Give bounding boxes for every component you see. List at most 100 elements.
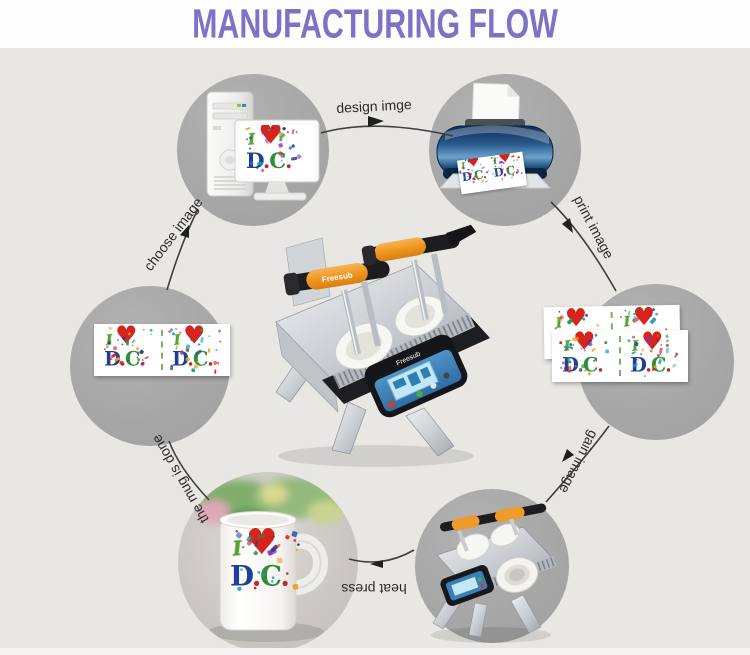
confetti-dot <box>501 177 503 181</box>
confetti-dot <box>126 339 129 345</box>
confetti-dot <box>627 339 631 344</box>
confetti-dot <box>284 534 291 540</box>
design-period: . <box>187 347 194 370</box>
confetti-dot <box>296 130 299 133</box>
confetti-dot <box>296 542 300 546</box>
mug-press-small-icon <box>431 503 557 643</box>
confetti-dot <box>291 144 295 148</box>
confetti-dot <box>513 159 515 162</box>
bottom-strip <box>0 648 750 655</box>
confetti-dot <box>174 328 177 331</box>
design-letter-c: C <box>260 559 282 593</box>
confetti-dot <box>241 545 245 549</box>
mug-press-machine-icon: Freesub Freesub <box>275 224 490 467</box>
design-letter-i: I <box>231 536 243 561</box>
confetti-dot <box>127 331 131 336</box>
confetti-dot <box>485 180 489 183</box>
confetti-dot <box>459 170 462 174</box>
sheet-divider <box>619 336 621 376</box>
confetti-dot <box>467 175 469 178</box>
dc-design: I♥D.C. <box>559 329 612 379</box>
confetti-dot <box>583 349 586 352</box>
confetti-dot <box>149 328 153 332</box>
confetti-dot <box>647 337 652 342</box>
confetti-dot <box>643 374 647 378</box>
design-period: . <box>665 353 672 377</box>
confetti-dot <box>245 138 248 141</box>
design-letter-d: D <box>172 347 188 371</box>
confetti-dot <box>627 310 630 316</box>
printed-wrap-sheet: I♥D.C. I♥D.C. <box>552 329 688 382</box>
confetti-dot <box>131 344 134 347</box>
confetti-dot <box>499 167 501 169</box>
confetti-dot <box>185 348 189 353</box>
confetti-dot <box>604 340 608 345</box>
design-text-dc: D.C. <box>246 147 293 173</box>
design-period: . <box>262 147 271 173</box>
confetti-dot <box>479 163 482 165</box>
confetti-dot <box>214 368 217 374</box>
design-letter-d: D <box>630 353 646 376</box>
confetti-dot <box>619 315 622 319</box>
confetti-dot <box>598 369 601 371</box>
confetti-dot <box>516 170 519 174</box>
confetti-dot <box>290 157 297 161</box>
confetti-dot <box>632 335 636 339</box>
label-choose-image: choose image <box>140 194 206 274</box>
design-text-dc: D.C. <box>229 559 290 593</box>
confetti-dot <box>461 166 464 169</box>
confetti-dot <box>486 171 489 174</box>
confetti-dot <box>510 155 515 159</box>
confetti-dot <box>665 334 669 338</box>
heart-icon: ♥ <box>573 327 596 356</box>
header-band: MANUFACTURING FLOW <box>0 0 750 48</box>
confetti-dot <box>472 180 475 184</box>
arrowhead-design <box>368 116 384 127</box>
confetti-dot <box>584 313 590 318</box>
confetti-dot <box>271 126 274 129</box>
confetti-dot <box>559 314 564 319</box>
confetti-dot <box>255 166 259 169</box>
design-period: . <box>280 559 290 593</box>
confetti-dot <box>592 337 595 340</box>
design-period: . <box>284 147 293 173</box>
design-letter-i: I <box>622 313 632 331</box>
arrowhead-heat <box>370 560 383 568</box>
label-print-image: print image <box>570 192 618 262</box>
confetti-dot <box>276 557 283 563</box>
confetti-dot <box>671 363 677 368</box>
confetti-dot <box>142 328 146 332</box>
confetti-dot <box>596 323 601 328</box>
mug-press-machine-center: Freesub Freesub <box>256 204 496 474</box>
dc-design: I♥D.C. <box>101 323 154 373</box>
design-period: . <box>597 353 604 377</box>
design-letter-d: D <box>229 559 253 593</box>
confetti-dot <box>296 154 303 160</box>
confetti-dot <box>235 531 243 538</box>
confetti-dot <box>237 585 242 591</box>
step-circle-mug-press-small <box>415 489 569 643</box>
confetti-dot <box>149 333 153 336</box>
step-circle-printed-sheets: I♥D.C. I♥D.C. I♥D.C. I♥D.C. <box>543 284 734 440</box>
confetti-dot <box>171 331 175 336</box>
confetti-dot <box>559 341 563 344</box>
confetti-dot <box>293 584 299 590</box>
confetti-dot <box>214 348 218 352</box>
confetti-dot <box>578 367 582 371</box>
confetti-dot <box>218 340 222 344</box>
confetti-dot <box>200 337 204 343</box>
confetti-dot <box>634 341 639 346</box>
confetti-dot <box>292 539 297 544</box>
confetti-dot <box>494 170 497 173</box>
confetti-dot <box>195 360 198 363</box>
step-circle-wrap-sheet: I♥D.C. I♥D.C. <box>70 286 230 446</box>
confetti-dot <box>207 335 211 338</box>
design-period: . <box>139 347 146 370</box>
confetti-dot <box>665 338 670 343</box>
dc-design: I♥D.C. <box>226 525 303 596</box>
confetti-dot <box>286 131 289 134</box>
label-heat-press: heat press <box>341 581 407 597</box>
confetti-dot <box>290 128 295 135</box>
confetti-dot <box>178 331 181 334</box>
confetti-dot <box>665 343 670 347</box>
